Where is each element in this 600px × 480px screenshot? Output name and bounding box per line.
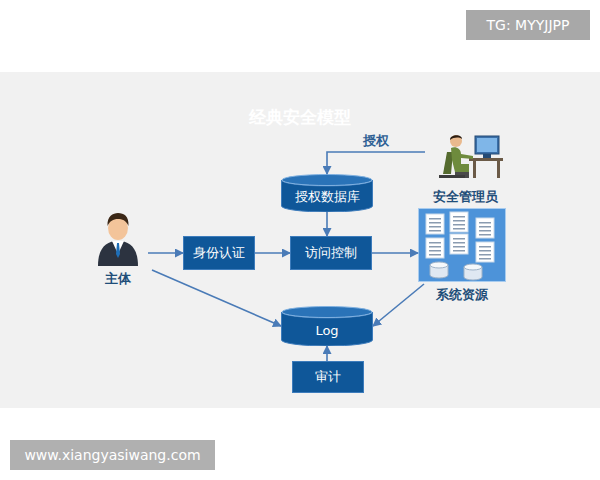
title-text: 经典安全模型 [249, 107, 351, 127]
resource-label: 系统资源 [408, 286, 516, 304]
icon-part [479, 246, 491, 248]
process-box: 审计 [292, 361, 364, 393]
icon-part [473, 161, 476, 178]
icon-part [453, 220, 465, 222]
icon-part [450, 135, 462, 147]
document-icon [426, 214, 444, 234]
icon-part [453, 250, 465, 252]
process-box: 访问控制 [290, 236, 372, 270]
actor-node: 主体 [92, 208, 144, 288]
icon-part [429, 230, 441, 232]
icon-part [429, 226, 441, 228]
cylinder-label-wrap: Log [281, 306, 373, 346]
connector-arrow [326, 212, 328, 236]
box-label: 访问控制 [305, 244, 357, 262]
connector-arrow [152, 270, 281, 326]
watermark-box: www.xiangyasiwang.com [10, 440, 215, 470]
icon-part [429, 218, 441, 220]
cylinder-top [282, 307, 372, 318]
document-icon [450, 212, 468, 232]
icon-part [475, 136, 499, 154]
icon-part [479, 254, 491, 256]
process-box: 身份认证 [183, 236, 255, 270]
icon-part [479, 222, 491, 224]
watermark-box: TG: MYYJJPP [466, 10, 590, 40]
icon-part [429, 242, 441, 244]
icon-part [453, 242, 465, 244]
actor-label: 主体 [82, 270, 154, 288]
icon-part [451, 147, 469, 172]
box-label: 审计 [315, 368, 341, 386]
icon-part [464, 264, 482, 270]
edge-label: 授权 [363, 132, 389, 150]
connector-arrow [372, 252, 418, 254]
connector-arrow [148, 252, 183, 254]
icon-part [479, 250, 491, 252]
icon-part [429, 222, 441, 224]
cylinder-label-wrap: 授权数据库 [281, 174, 373, 212]
diagram-title: 经典安全模型 [0, 106, 600, 129]
icon-part [497, 161, 500, 178]
connector-arrow [327, 152, 425, 174]
icon-part [98, 241, 138, 266]
document-icon [476, 242, 494, 262]
icon-part [453, 246, 465, 248]
cylinder-label: 授权数据库 [295, 188, 360, 206]
icon-part [107, 213, 128, 226]
icon-part [453, 238, 465, 240]
icon-part [479, 230, 491, 232]
cylinder-top [282, 175, 372, 186]
database-cylinder: Log [281, 306, 373, 346]
icon-part [453, 224, 465, 226]
actor-node: 安全管理员 [425, 128, 505, 206]
box-label: 身份认证 [193, 244, 245, 262]
icon-part [450, 135, 462, 140]
icon-part [453, 228, 465, 230]
icon-part [455, 172, 469, 178]
document-icon [476, 218, 494, 238]
connector-arrow [326, 346, 328, 361]
icon-part [477, 138, 497, 152]
icon-part [430, 262, 448, 268]
icon-part [429, 246, 441, 248]
icon-part [461, 154, 473, 159]
database-cylinder: 授权数据库 [281, 174, 373, 212]
actor-node: 系统资源 [418, 208, 506, 304]
watermark-text: www.xiangyasiwang.com [24, 447, 200, 463]
icon-part [443, 152, 453, 174]
document-icon [426, 238, 444, 258]
icon-part [453, 216, 465, 218]
actor-label: 安全管理员 [415, 188, 515, 206]
icon-part [469, 158, 503, 161]
icon-part [429, 254, 441, 256]
watermark-text: TG: MYYJJPP [487, 17, 570, 33]
icon-part [479, 226, 491, 228]
icon-part [439, 175, 465, 178]
icon-part [483, 154, 491, 158]
connector-arrow [255, 252, 290, 254]
cylinder-label: Log [315, 323, 338, 338]
resource-icon [418, 208, 506, 282]
connector-arrow [373, 284, 424, 326]
icon-part [479, 234, 491, 236]
icon-part [116, 243, 120, 258]
admin-icon [425, 128, 505, 180]
icon-part [429, 250, 441, 252]
person-icon [92, 208, 144, 266]
resource-box [419, 209, 506, 282]
document-icon [450, 234, 468, 254]
icon-part [479, 258, 491, 260]
